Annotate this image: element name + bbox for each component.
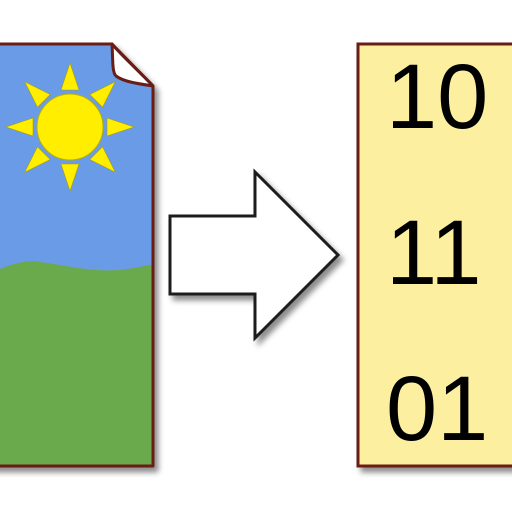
sun-ray bbox=[60, 163, 80, 192]
sun-ray bbox=[60, 62, 80, 91]
binary-row-2: 11 bbox=[386, 202, 482, 304]
sun-ray bbox=[5, 117, 34, 137]
sun-ray bbox=[106, 117, 135, 137]
binary-row-3: 01 bbox=[386, 358, 488, 460]
binary-file-box bbox=[356, 42, 512, 468]
grass-region bbox=[0, 261, 153, 466]
binary-row-1: 10 bbox=[386, 46, 488, 148]
right-arrow-icon bbox=[168, 168, 341, 342]
binary-file-icon: 10 11 01 bbox=[356, 42, 512, 468]
sun-icon bbox=[5, 62, 135, 192]
image-file-icon bbox=[0, 42, 155, 468]
sun-ray bbox=[89, 146, 116, 173]
page-corner-fold bbox=[110, 42, 155, 88]
sun-ray bbox=[89, 81, 116, 108]
sun-ray bbox=[24, 81, 51, 108]
sun-ray bbox=[24, 146, 51, 173]
